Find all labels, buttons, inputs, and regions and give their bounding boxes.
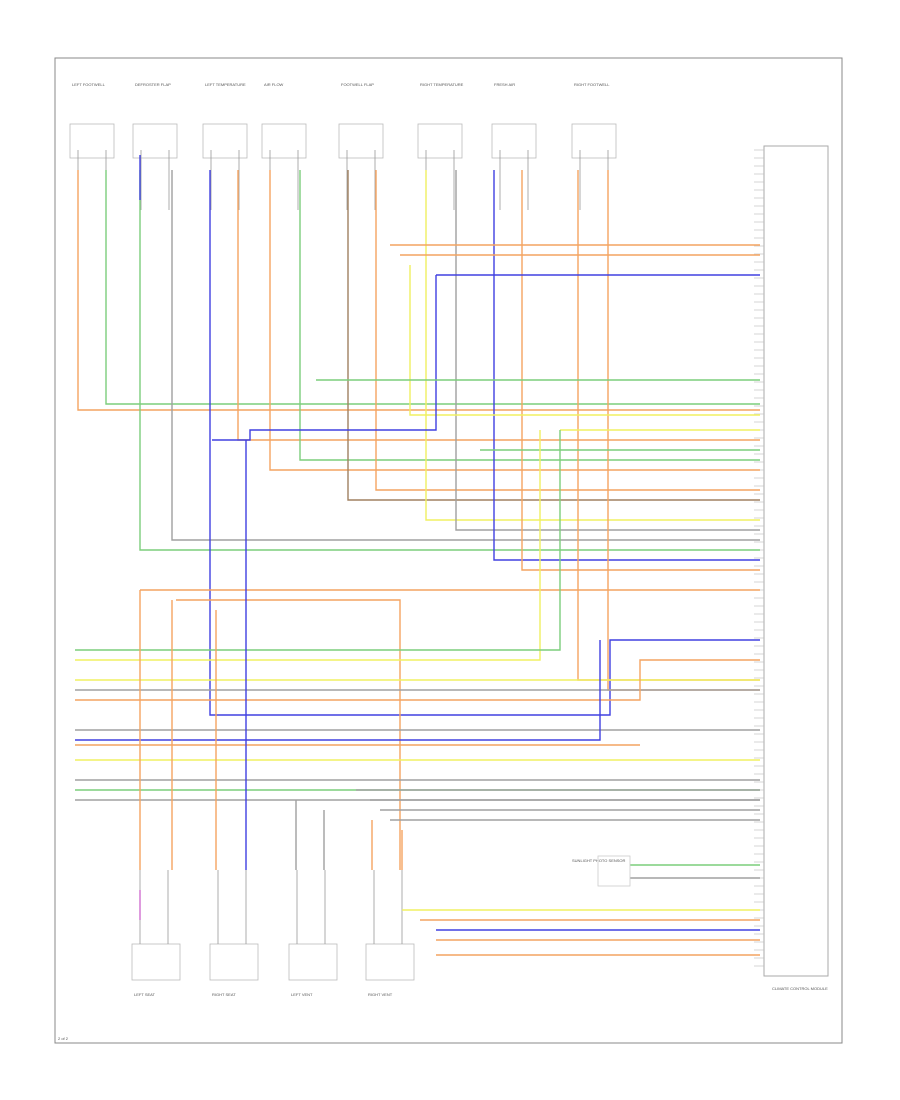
diagram-border (54, 57, 843, 1044)
component-bottom: RIGHT SEAT (209, 870, 259, 997)
wire-green (105, 170, 760, 405)
page-number: 2 of 2 (58, 1036, 69, 1041)
wire-green (139, 170, 760, 551)
component-label: LEFT VENT (291, 992, 313, 997)
component-label: RIGHT VENT (368, 992, 393, 997)
wire-orange (77, 170, 760, 411)
sunlight-sensor: SUNLIGHT PHOTO SENSOR (572, 855, 631, 887)
wire-green (75, 430, 561, 651)
bottom-components: LEFT SEAT RIGHT SEAT LEFT VENT RIGHT VENT (131, 870, 415, 997)
component-top: RIGHT TEMPERATURE (417, 82, 464, 210)
sunlight-sensor-label: SUNLIGHT PHOTO SENSOR (572, 858, 626, 863)
wire-orange (375, 170, 760, 491)
component-label: RIGHT SEAT (212, 992, 236, 997)
component-label: LEFT TEMPERATURE (205, 82, 246, 87)
wire-yellow (425, 170, 760, 521)
component-label: RIGHT TEMPERATURE (420, 82, 464, 87)
top-components: LEFT FOOTWELL DEFROSTER FLAP LEFT TEMPERAT… (69, 82, 617, 210)
wire-blue (493, 170, 760, 561)
wire-orange (521, 170, 760, 571)
component-bottom: LEFT SEAT (131, 870, 181, 997)
climate-control-module (763, 145, 829, 977)
wire-orange (75, 659, 760, 701)
wire-gray (171, 170, 760, 541)
wire-gray (455, 170, 760, 531)
component-label: LEFT SEAT (134, 992, 156, 997)
wire-harness (75, 155, 760, 956)
component-bottom: LEFT VENT (288, 870, 338, 997)
component-bottom: RIGHT VENT (365, 870, 415, 997)
wire-yellow (75, 430, 541, 661)
module-pins (754, 149, 764, 967)
component-label: AIR FLOW (264, 82, 284, 87)
wire-brown (347, 170, 760, 501)
component-label: LEFT FOOTWELL (72, 82, 106, 87)
wire-blue (209, 170, 760, 716)
component-top: LEFT FOOTWELL (69, 82, 115, 210)
wire-green (299, 170, 760, 461)
component-label: RIGHT FOOTWELL (574, 82, 610, 87)
component-top: LEFT TEMPERATURE (202, 82, 248, 210)
module-label: CLIMATE CONTROL MODULE (772, 986, 828, 991)
component-top: DEFROSTER FLAP (132, 82, 178, 210)
component-label: FRESH AIR (494, 82, 515, 87)
component-label: DEFROSTER FLAP (135, 82, 171, 87)
wire-yellow (409, 265, 760, 416)
component-label: FOOTWELL FLAP (341, 82, 374, 87)
wire-blue (212, 275, 437, 441)
wire-orange (269, 170, 760, 471)
component-top: FOOTWELL FLAP (338, 82, 384, 210)
wire-blue (75, 640, 601, 741)
component-top: FRESH AIR (491, 82, 537, 210)
wire-orange (237, 170, 760, 441)
wire-orange (577, 170, 760, 681)
